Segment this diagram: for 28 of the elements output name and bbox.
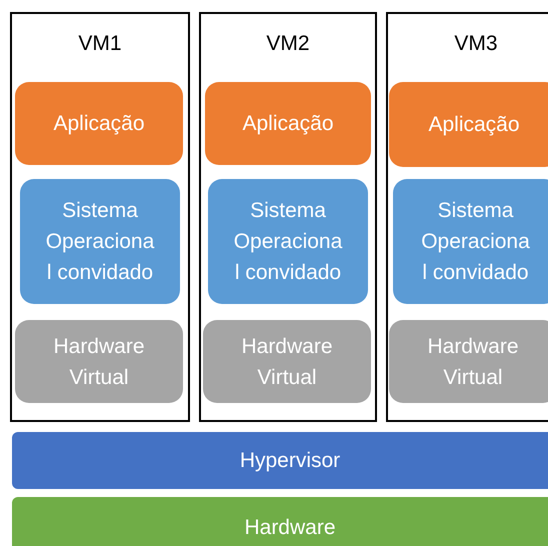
guest-os-layer bbox=[20, 179, 180, 304]
application-layer bbox=[205, 82, 371, 165]
virtual-hardware-layer bbox=[15, 320, 183, 403]
layer-label: Sistema Operaciona l convidado bbox=[420, 198, 531, 286]
virtual-hardware-layer bbox=[389, 320, 548, 403]
layer-label: Aplicação bbox=[53, 111, 145, 137]
layer-label: Aplicação bbox=[242, 111, 334, 137]
layer-label: Sistema Operaciona l convidado bbox=[232, 198, 344, 286]
layer-label: Hardware bbox=[244, 514, 336, 540]
hardware-layer bbox=[12, 497, 548, 546]
vm-title: VM2 bbox=[266, 31, 310, 57]
guest-os-layer bbox=[393, 179, 548, 304]
hypervisor-layer bbox=[12, 432, 548, 489]
application-layer bbox=[15, 82, 183, 165]
layer-label: Hardware Virtual bbox=[52, 334, 146, 390]
virtual-machine-frame bbox=[10, 12, 190, 422]
virtual-hardware-layer bbox=[203, 320, 371, 403]
guest-os-layer bbox=[208, 179, 368, 304]
application-layer bbox=[389, 82, 548, 167]
vm-title: VM1 bbox=[78, 31, 122, 57]
layer-label: Aplicação bbox=[428, 112, 520, 138]
layer-label: Sistema Operaciona l convidado bbox=[44, 198, 156, 286]
virtual-machine-frame bbox=[199, 12, 377, 422]
virtual-machine-frame bbox=[386, 12, 548, 422]
vm-title: VM3 bbox=[454, 31, 498, 57]
layer-label: Hardware Virtual bbox=[240, 334, 334, 390]
layer-label: Hypervisor bbox=[240, 448, 340, 474]
layer-label: Hardware Virtual bbox=[426, 334, 520, 390]
